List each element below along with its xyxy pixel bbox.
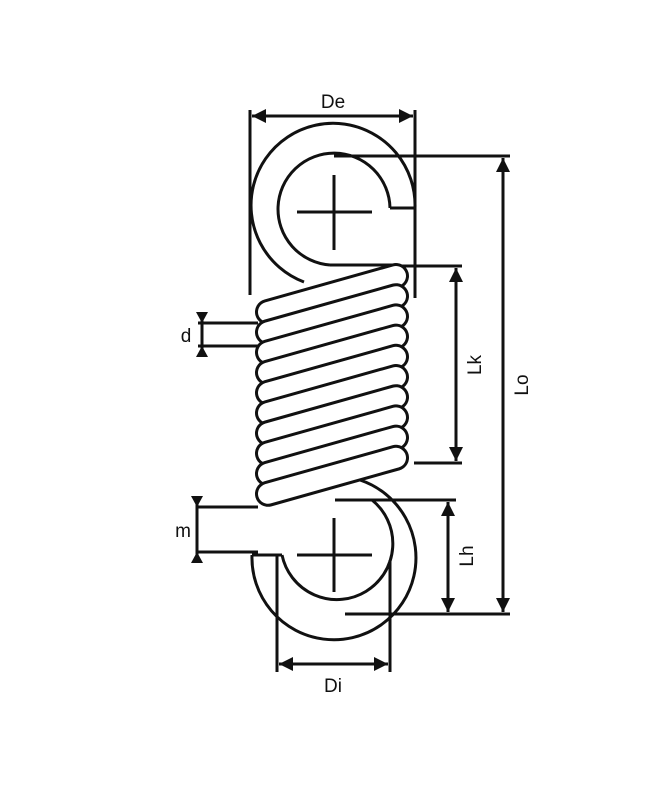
coil-turn-fill (258, 266, 406, 322)
top-hook-inner (276, 151, 392, 267)
bottom-hook-outer (250, 478, 418, 642)
coil-turn-fill (258, 306, 406, 363)
d-arrow-bottom (196, 346, 208, 357)
m-arrow-bottom (191, 552, 203, 563)
label-lh: Lh (457, 545, 478, 566)
coil-turn-fill (258, 447, 406, 504)
label-lo: Lo (512, 374, 533, 395)
label-di: Di (324, 676, 342, 697)
m-arrow-top (191, 496, 203, 507)
label-de: De (321, 92, 345, 113)
spring-coils (255, 263, 409, 507)
d-arrow-top (196, 312, 208, 323)
coil-turn-fill (258, 407, 406, 464)
coil-turn-fill (258, 346, 406, 403)
bottom-hook-inner (280, 498, 395, 601)
coil-turn-fill (258, 326, 406, 383)
label-lk: Lk (465, 354, 486, 375)
coil-turn-fill (258, 286, 406, 343)
coil-turn-fill (258, 427, 406, 484)
coil-turn-fill (258, 367, 406, 423)
label-d: d (181, 326, 192, 347)
label-m: m (175, 521, 191, 542)
coil-turn-fill (258, 387, 406, 444)
